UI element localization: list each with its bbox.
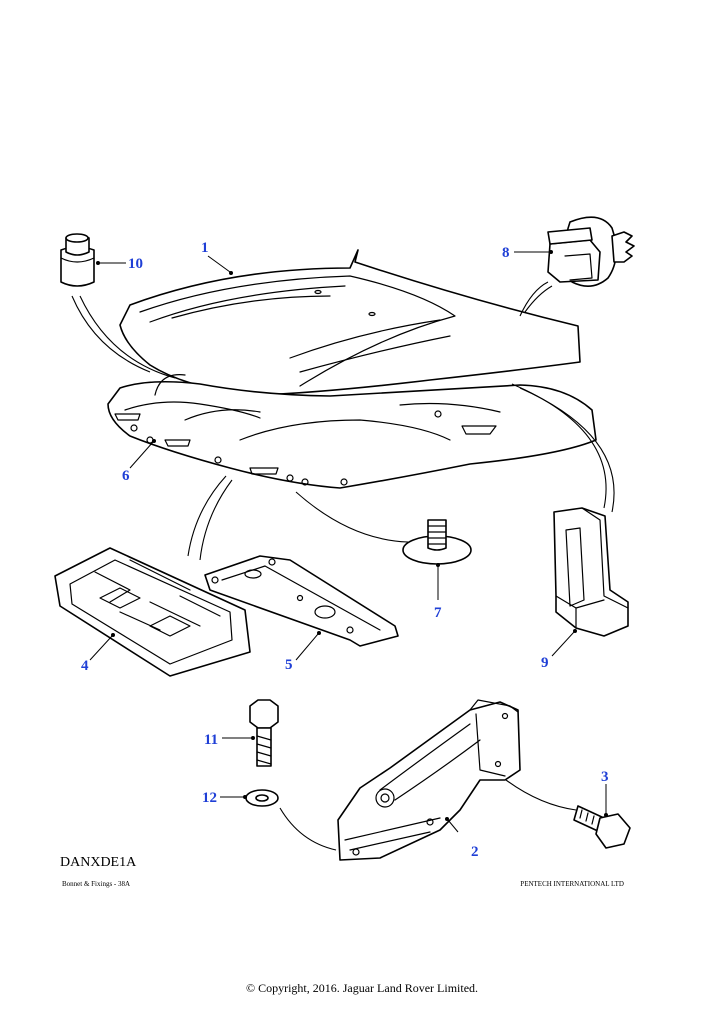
callout-7: 7 xyxy=(434,605,442,621)
callouts: 1 2 3 4 5 6 7 8 9 10 11 12 xyxy=(81,240,609,860)
callout-12: 12 xyxy=(202,790,217,806)
part-bolt xyxy=(249,699,279,767)
reference-code: DANXDE1A xyxy=(60,855,137,870)
callout-10: 10 xyxy=(128,256,143,272)
part-washer xyxy=(245,789,279,807)
callout-8: 8 xyxy=(502,245,510,261)
callout-4: 4 xyxy=(81,658,89,674)
callout-6: 6 xyxy=(122,468,130,484)
part-bonnet xyxy=(119,249,581,396)
callout-5: 5 xyxy=(285,657,293,673)
part-bracket-plate xyxy=(204,555,399,647)
footer-publisher: PENTECH INTERNATIONAL LTD xyxy=(520,880,624,888)
callout-9: 9 xyxy=(541,655,549,671)
part-hinge xyxy=(337,699,521,861)
connector-lines xyxy=(71,281,615,851)
footer-section-title: Bonnet & Fixings - 38A xyxy=(62,880,131,888)
part-bump-stop xyxy=(60,233,95,287)
part-under-tray xyxy=(54,547,251,677)
part-insulator xyxy=(107,374,597,489)
callout-3: 3 xyxy=(601,769,609,785)
callout-2: 2 xyxy=(471,844,479,860)
copyright-notice: © Copyright, 2016. Jaguar Land Rover Lim… xyxy=(245,981,479,995)
part-seal-block xyxy=(553,507,629,637)
part-clip xyxy=(547,216,635,287)
part-push-fastener xyxy=(402,519,472,565)
callout-11: 11 xyxy=(204,732,218,748)
leader-lines xyxy=(89,250,608,833)
part-hinge-bolt xyxy=(573,805,631,849)
callout-1: 1 xyxy=(201,240,209,256)
